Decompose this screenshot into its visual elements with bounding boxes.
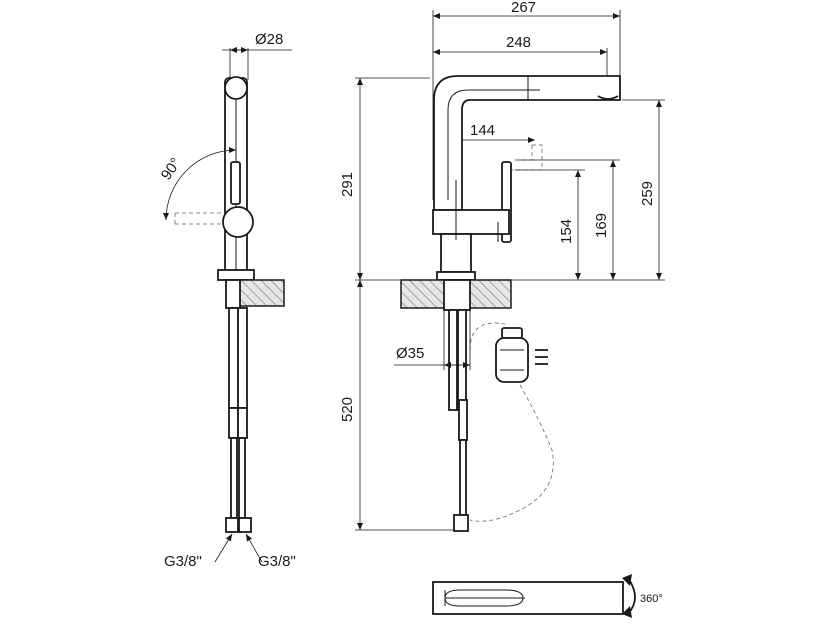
dim-spout-reach: 248 (506, 34, 531, 51)
side-hose-right (237, 307, 248, 409)
pullout-hose-path (469, 322, 554, 522)
side-hose-lower-left (230, 437, 238, 519)
dim-total-height: 291 (339, 172, 356, 197)
dim-lever-height: 154 (558, 219, 575, 244)
front-hose-left (448, 309, 458, 411)
side-countertop-section (233, 279, 285, 307)
arrowhead-icon (622, 574, 632, 586)
rotation-arc (163, 147, 237, 221)
side-hose-lower-right (238, 437, 246, 519)
front-fitting (458, 399, 468, 441)
lever-knob (222, 206, 254, 238)
dim-spout-height: 259 (639, 181, 656, 206)
side-fitting-right (237, 407, 248, 439)
ghost-lever (510, 144, 543, 171)
top-view: 360° (432, 574, 663, 618)
front-hose-lower (459, 439, 467, 516)
dim-lever-reach: 144 (470, 122, 495, 139)
mixer-body (432, 209, 510, 235)
dim-rotation-angle: 90° (158, 155, 185, 183)
dim-base-diameter: Ø35 (396, 345, 424, 362)
front-connector (453, 514, 469, 532)
mixer-neck (440, 233, 472, 273)
front-mount-nut (443, 279, 471, 311)
hose-weight (495, 337, 529, 383)
side-fitting-left (228, 407, 239, 439)
spout-head (224, 76, 248, 100)
leader-line (245, 533, 263, 563)
side-connector-left (225, 517, 239, 533)
dim-total-reach: 267 (511, 0, 536, 16)
side-view: Ø28 90° G3/8" G3/8" (158, 31, 296, 570)
arrowhead-icon (622, 606, 632, 618)
leader-line (214, 533, 233, 563)
swivel-angle-label: 360° (640, 593, 663, 605)
dim-spout-diameter: Ø28 (255, 31, 283, 48)
front-base-plate (436, 271, 476, 281)
ghost-lever (174, 212, 222, 225)
front-view: 267 248 144 (339, 0, 665, 532)
side-hose-left (228, 307, 239, 409)
spout-body (433, 75, 621, 211)
weight-cap (501, 327, 523, 339)
side-mount-nut (225, 279, 241, 309)
lever-stem (230, 161, 241, 205)
dim-hose-length: 520 (339, 397, 356, 422)
spout-inner-line (447, 89, 540, 200)
thread-label-right: G3/8" (258, 553, 296, 570)
dim-lever-top-height: 169 (593, 213, 610, 238)
side-connector-right (238, 517, 252, 533)
thread-label-left: G3/8" (164, 553, 202, 570)
front-hose-right (457, 309, 467, 411)
side-base-plate (217, 269, 255, 281)
spray-outlet (597, 95, 619, 100)
